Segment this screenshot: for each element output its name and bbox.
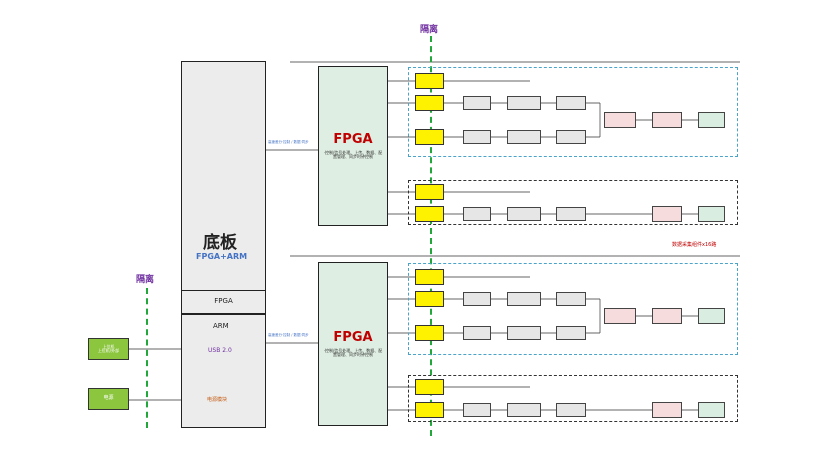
module-grey-1e: [507, 130, 541, 144]
power-input-label: 电源: [103, 395, 114, 402]
channel-group-3: [408, 263, 738, 355]
module-yellow-2b: [415, 206, 444, 222]
module-yellow-4b: [415, 402, 444, 418]
power-input-box: 电源: [88, 388, 129, 410]
module-yellow-1c: [415, 129, 444, 145]
fpga-desc-bottom: ·控制/信号处理、上传、数据、配置管理、同步时钟控制: [323, 347, 383, 357]
module-yellow-3b: [415, 291, 444, 307]
module-grey-1c: [463, 130, 491, 144]
module-pink-1a: [604, 112, 636, 128]
host-input-box: 上位机 上位机/外部: [88, 338, 129, 360]
module-grey-3b: [463, 292, 491, 306]
link-text-bottom: 高速差分·控制 / 数据·同步: [268, 333, 309, 337]
arm-section-divider: [181, 314, 266, 315]
module-yellow-1a: [415, 73, 444, 89]
link-text-top: 高速差分·控制 / 数据·同步: [268, 140, 309, 144]
module-green-3a: [698, 308, 725, 324]
base-board-subtitle: FPGA+ARM: [196, 252, 248, 261]
module-pink-2a: [652, 206, 682, 222]
fpga-desc-top: ·控制/信号处理、上传、数据、配置管理、同步时钟控制: [323, 149, 383, 159]
fpga-block-bottom: FPGA ·控制/信号处理、上传、数据、配置管理、同步时钟控制: [318, 262, 388, 426]
module-yellow-1b: [415, 95, 444, 111]
module-green-1a: [698, 112, 725, 128]
fpga-block-top: FPGA ·控制/信号处理、上传、数据、配置管理、同步时钟控制: [318, 66, 388, 226]
base-board-fpga: FPGA: [181, 290, 266, 314]
module-yellow-2a: [415, 184, 444, 200]
isolation-line-left: [146, 288, 148, 428]
channel-group-2: [408, 180, 738, 225]
module-grey-1b: [463, 96, 491, 110]
module-grey-2b: [507, 207, 541, 221]
module-grey-2a: [463, 207, 491, 221]
module-grey-1d: [507, 96, 541, 110]
host-input-sub: 上位机/外部: [97, 348, 120, 353]
module-green-4a: [698, 402, 725, 418]
module-grey-3f: [556, 292, 586, 306]
module-grey-4b: [507, 403, 541, 417]
module-grey-1g: [556, 130, 586, 144]
module-yellow-4a: [415, 379, 444, 395]
module-pink-3a: [604, 308, 636, 324]
base-board-arm: ARM: [213, 322, 229, 330]
module-grey-1f: [556, 96, 586, 110]
channel-divider-text: 数据采集组件x16路: [672, 242, 717, 248]
module-pink-3b: [652, 308, 682, 324]
module-grey-4a: [463, 403, 491, 417]
fpga-title-bottom: FPGA: [333, 329, 373, 345]
fpga-title-top: FPGA: [333, 131, 373, 147]
base-board-title: 底板: [203, 233, 237, 253]
module-grey-3c: [463, 326, 491, 340]
module-green-2a: [698, 206, 725, 222]
host-input-label: 上位机: [102, 343, 115, 349]
base-board: [181, 61, 266, 428]
module-grey-4c: [556, 403, 586, 417]
base-board-power: 电源模块: [207, 397, 228, 403]
channel-group-1: [408, 67, 738, 157]
channel-group-4: [408, 375, 738, 422]
module-grey-2c: [556, 207, 586, 221]
isolation-label-top: 隔离: [420, 25, 439, 35]
module-grey-3d: [507, 292, 541, 306]
isolation-label-left: 隔离: [136, 275, 155, 285]
module-grey-3g: [556, 326, 586, 340]
module-pink-1b: [652, 112, 682, 128]
module-yellow-3a: [415, 269, 444, 285]
module-pink-4a: [652, 402, 682, 418]
isolation-line-top: [430, 36, 432, 436]
module-grey-3e: [507, 326, 541, 340]
module-yellow-3c: [415, 325, 444, 341]
base-board-usb: USB 2.0: [208, 347, 232, 354]
